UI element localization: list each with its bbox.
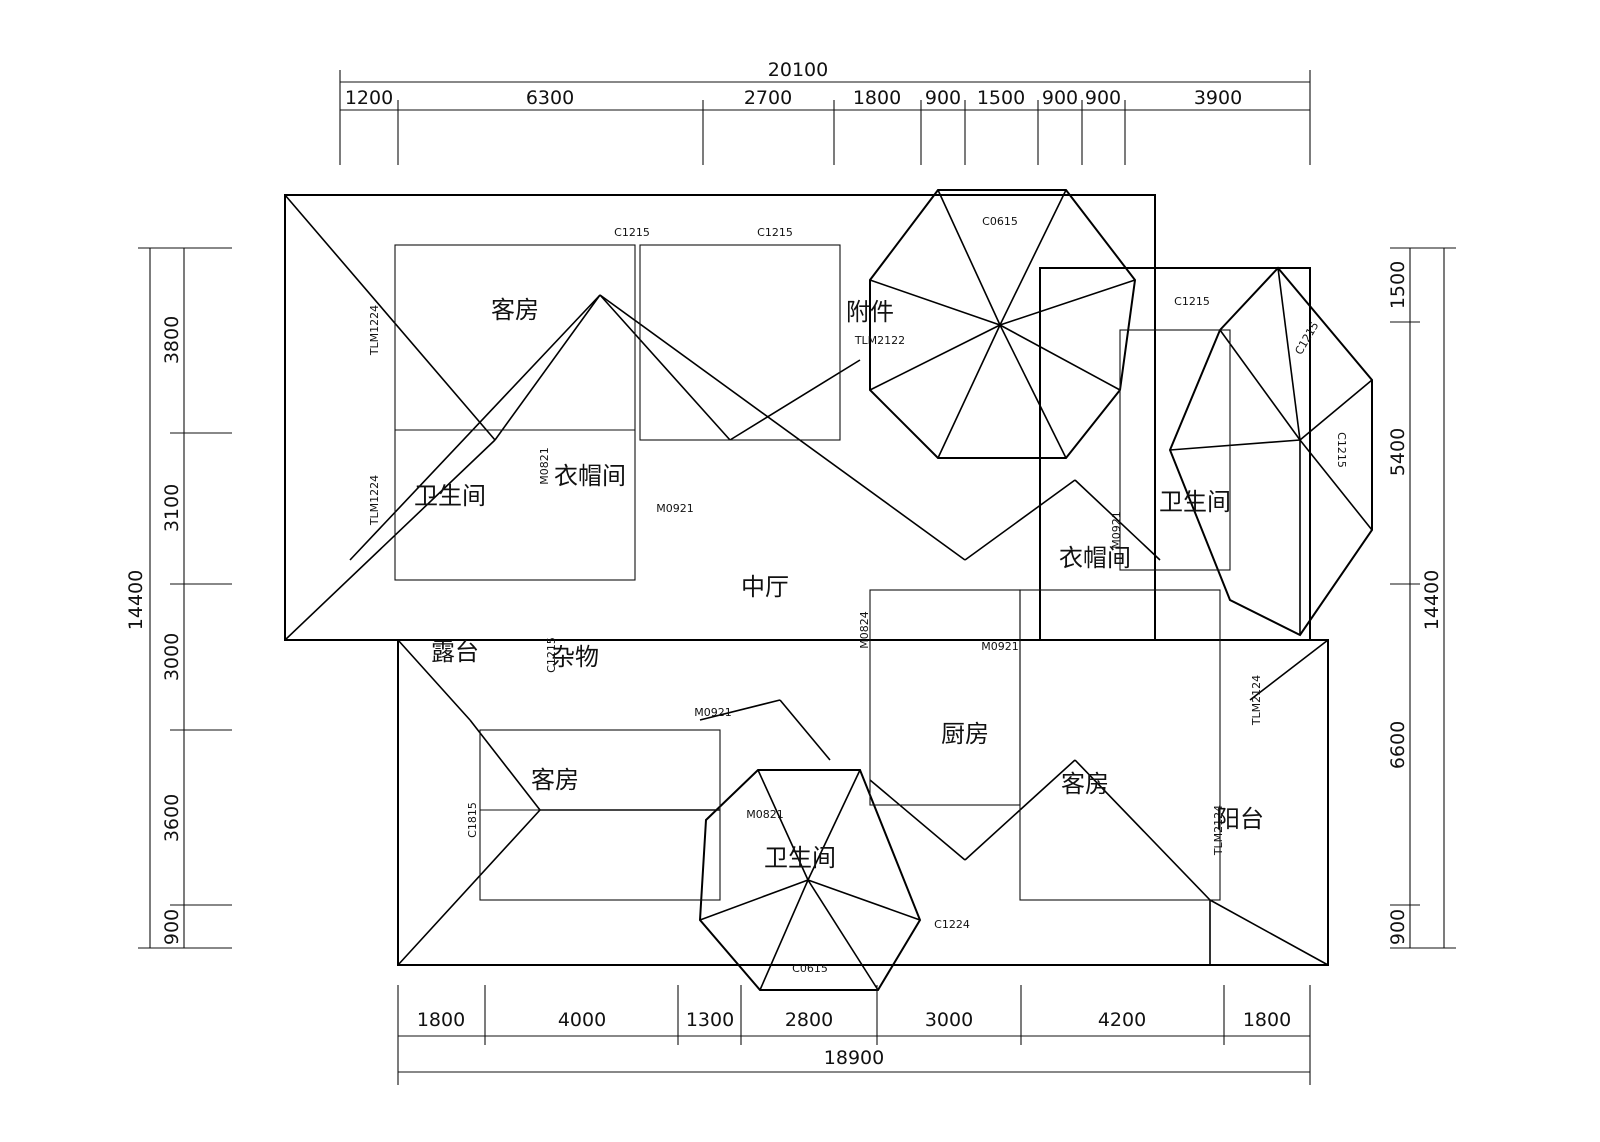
dim-top-7: 900	[1042, 87, 1078, 109]
tag-c0615-top: C0615	[982, 215, 1018, 228]
tag-m0824: M0824	[858, 611, 871, 649]
tag-m0921-d: M0921	[1110, 511, 1123, 549]
tag-m0921-c: M0921	[694, 706, 732, 719]
room-bathroom-1: 卫生间	[414, 482, 486, 510]
dim-bottom-3: 1300	[686, 1009, 734, 1031]
room-terrace: 露台	[431, 638, 479, 666]
dim-right-4: 900	[1387, 909, 1409, 945]
dim-left-4: 3600	[161, 794, 183, 842]
tag-c1215-e: C1215	[545, 637, 558, 673]
tag-m0921-b: M0921	[981, 640, 1019, 653]
dim-left-3: 3000	[161, 633, 183, 681]
dim-left-total: 14400	[125, 570, 147, 630]
room-walkin-closet-1: 衣帽间	[554, 462, 626, 490]
dim-bottom-6: 4200	[1098, 1009, 1146, 1031]
dim-top-2: 6300	[526, 87, 574, 109]
dim-bottom-total: 18900	[824, 1047, 884, 1069]
tag-c1224: C1224	[934, 918, 970, 931]
roof-block-upper-left	[284, 194, 1156, 641]
roof-block-lower	[397, 639, 1329, 966]
tag-m0821: M0821	[538, 447, 551, 485]
room-guest-room-3: 客房	[1061, 770, 1109, 798]
tag-tlm2122: TLM2122	[854, 334, 905, 347]
dim-top-5: 900	[925, 87, 961, 109]
dimension-right	[1390, 247, 1456, 949]
turret-right	[1168, 266, 1373, 637]
dimension-left	[138, 247, 232, 949]
dim-bottom-5: 3000	[925, 1009, 973, 1031]
dim-left-2: 3100	[161, 484, 183, 532]
tag-c1215-d: C1215	[1335, 432, 1348, 468]
dim-top-3: 2700	[744, 87, 792, 109]
dim-bottom-7: 1800	[1243, 1009, 1291, 1031]
room-bathroom-2: 卫生间	[764, 844, 836, 872]
dim-left-1: 3800	[161, 316, 183, 364]
tag-tlm2124-b: TLM2124	[1212, 805, 1225, 856]
tag-c1215-f: C1215	[1292, 320, 1321, 357]
room-walkin-closet-2: 衣帽间	[1059, 544, 1131, 572]
dim-bottom-1: 1800	[417, 1009, 465, 1031]
tag-c1215-c: C1215	[1174, 295, 1210, 308]
tag-c1815: C1815	[466, 802, 479, 838]
room-living: 中厅	[741, 573, 789, 601]
roof-ridges	[284, 189, 1373, 991]
dim-top-9: 3900	[1194, 87, 1242, 109]
dimension-top	[339, 70, 1311, 165]
room-bathroom-3: 卫生间	[1159, 488, 1231, 516]
wall-lines	[394, 244, 1231, 901]
dim-top-6: 1500	[977, 87, 1025, 109]
dim-bottom-2: 4000	[558, 1009, 606, 1031]
dim-right-2: 5400	[1387, 428, 1409, 476]
dim-right-1: 1500	[1387, 261, 1409, 309]
room-pantry: 附件	[846, 298, 894, 326]
room-guest-room-1: 客房	[491, 296, 539, 324]
tag-tlm2124: TLM2124	[1250, 675, 1263, 726]
room-storage: 杂物	[551, 643, 599, 671]
dim-top-total: 20100	[768, 59, 828, 81]
tag-c1215-b: C1215	[757, 226, 793, 239]
roof-block-right	[1039, 267, 1311, 641]
dim-top-1: 1200	[345, 87, 393, 109]
tag-m0921-a: M0921	[656, 502, 694, 515]
tag-c0615-bot: C0615	[792, 962, 828, 975]
room-kitchen: 厨房	[941, 720, 989, 748]
room-guest-room-2: 客房	[531, 766, 579, 794]
tag-tlm1224: TLM1224	[368, 305, 381, 356]
dim-top-4: 1800	[853, 87, 901, 109]
dim-bottom-4: 2800	[785, 1009, 833, 1031]
room-balcony: 阳台	[1216, 805, 1264, 833]
dim-right-3: 6600	[1387, 721, 1409, 769]
tag-tlm1224-b: TLM1224	[368, 475, 381, 526]
dim-top-8: 900	[1085, 87, 1121, 109]
dim-right-total: 14400	[1421, 570, 1443, 630]
dim-left-5: 900	[161, 909, 183, 945]
tag-c1215-a: C1215	[614, 226, 650, 239]
dimension-bottom	[397, 985, 1311, 1085]
tag-m0821-b: M0821	[746, 808, 784, 821]
